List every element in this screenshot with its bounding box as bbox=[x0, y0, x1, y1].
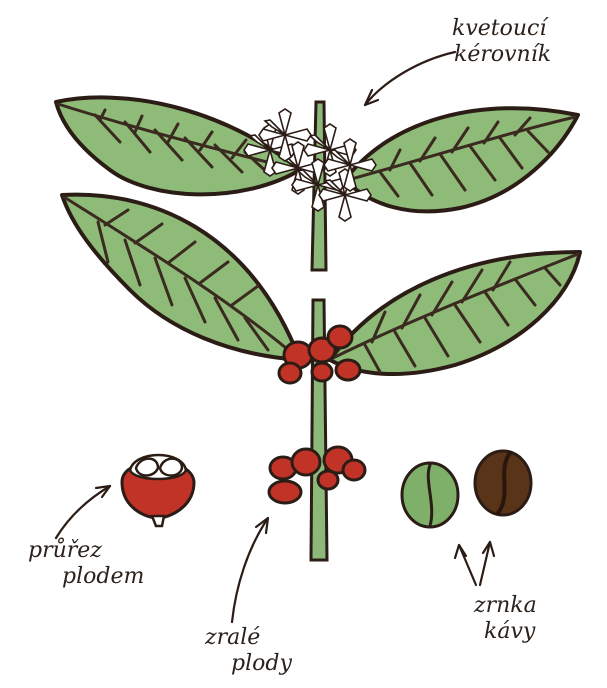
label-flowering-shrub: kvetoucí kérovník bbox=[452, 16, 551, 68]
arrow-fruit-cross-section bbox=[56, 486, 110, 538]
label-flowering-shrub-line2: kérovník bbox=[452, 42, 551, 68]
label-ripe-fruits-line1: zralé bbox=[205, 625, 292, 651]
label-coffee-bean: zrnka kávy bbox=[474, 593, 537, 645]
label-coffee-bean-line1: zrnka bbox=[474, 593, 537, 619]
arrow-ripe-fruits bbox=[232, 518, 268, 622]
label-flowering-shrub-line1: kvetoucí bbox=[452, 16, 551, 42]
label-fruit-cross-section-line2: plodem bbox=[28, 564, 144, 590]
arrow-coffee-beans bbox=[455, 542, 494, 585]
label-fruit-cross-section-line1: průřez bbox=[28, 538, 144, 564]
leaf-middle-right bbox=[330, 252, 580, 374]
arrow-flowering-shrub bbox=[365, 52, 455, 105]
green-coffee-bean bbox=[402, 463, 458, 527]
label-ripe-fruits: zralé plody bbox=[205, 625, 292, 677]
label-coffee-bean-line2: kávy bbox=[474, 619, 537, 645]
label-fruit-cross-section: průřez plodem bbox=[28, 538, 144, 590]
leaf-upper-right bbox=[345, 108, 578, 211]
fruit-cross-section bbox=[122, 455, 194, 526]
roasted-coffee-bean bbox=[475, 451, 531, 515]
label-ripe-fruits-line2: plody bbox=[205, 651, 292, 677]
leaf-middle-left bbox=[62, 195, 300, 360]
